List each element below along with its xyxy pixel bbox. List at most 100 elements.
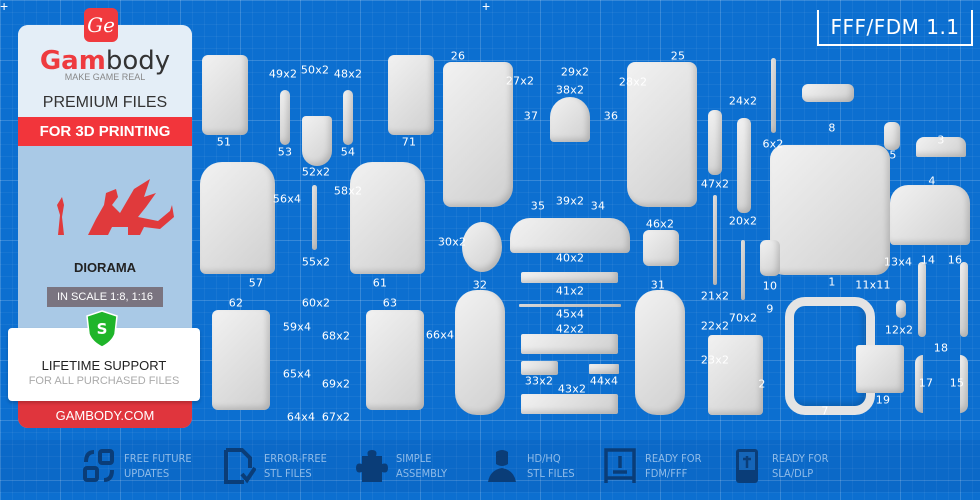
part-label: 32 [472,278,488,292]
part-20 [737,118,751,213]
part-40 [510,218,630,253]
part-label: 47x2 [700,177,730,191]
part-label: 7 [821,404,829,418]
part-label: 62 [228,296,244,310]
part-label: 9 [766,302,774,316]
file-check-icon [224,448,256,484]
support-title: LIFETIME SUPPORT [41,358,167,373]
for-3d-printing-band: FOR 3D PRINTING [18,117,192,146]
part-26 [443,62,513,207]
part-label: 40x2 [555,251,585,265]
part-label: 4 [928,174,936,188]
part-51 [202,55,248,135]
part-17 [915,355,923,413]
part-54 [343,90,353,145]
feature-line-1: READY FOR [645,452,702,465]
part-70 [741,240,745,300]
part-label: 66x4 [425,328,455,342]
gambody-logo-icon: Ge [84,8,118,42]
part-44 [589,364,619,374]
part-62 [212,310,270,410]
features-bar [0,440,980,492]
part-label: 10 [762,279,778,293]
part-label: 65x4 [282,367,312,381]
shield-letter: S [97,320,108,338]
part-label: 6x2 [762,137,784,151]
part-46 [643,230,679,266]
part-label: 54 [340,145,356,159]
part-label: 56x4 [272,192,302,206]
premium-heading: PREMIUM FILES [42,94,168,111]
figure-bust-icon [488,450,516,482]
part-label: 71 [401,135,417,149]
part-19 [856,345,904,393]
part-label: 36 [603,109,619,123]
feature-line-1: ERROR-FREE [264,452,327,465]
part-label: 26 [450,49,466,63]
part-label: 69x2 [321,377,351,391]
brand-name: Gambody [18,47,192,75]
dragon-figure-icon [57,179,174,235]
brand-red: Gam [39,46,106,76]
part-label: 8 [828,121,836,135]
part-label: 28x2 [618,75,648,89]
part-label: 63 [382,296,398,310]
part-label: 18 [933,341,949,355]
part-label: 61 [372,276,388,290]
part-4 [890,185,970,245]
part-label: 38x2 [555,83,585,97]
part-57 [200,162,275,274]
part-label: 31 [650,278,666,292]
part-33 [521,361,558,375]
part-label: 67x2 [321,410,351,424]
part-label: 33x2 [524,374,554,388]
part-label: 58x2 [333,184,363,198]
puzzle-icon [356,450,388,482]
part-label: 70x2 [728,311,758,325]
category-label: DIORAMA [73,260,137,275]
part-3 [916,137,966,157]
part-label: 57 [248,276,264,290]
support-subtitle: FOR ALL PURCHASED FILES [28,375,180,387]
part-10 [760,240,780,276]
part-label: 68x2 [321,329,351,343]
part-label: 29x2 [560,65,590,79]
part-61 [350,162,425,274]
site-link[interactable]: GAMBODY.COM [18,398,192,428]
part-15 [960,355,968,413]
part-55 [312,185,317,250]
feature-line-1: SIMPLE [396,452,432,465]
feature-line-2: ASSEMBLY [396,467,448,480]
part-label: 43x2 [557,382,587,396]
part-14 [918,262,926,337]
part-8 [802,84,854,102]
part-label: 41x2 [555,284,585,298]
brand-dark: body [105,46,171,76]
part-label: 49x2 [268,67,298,81]
feature-line-1: FREE FUTURE [124,452,192,465]
crosshair-mark: + [482,0,491,14]
part-2 [708,335,763,415]
tagline: MAKE GAME REAL [64,72,146,82]
part-38 [550,97,590,142]
part-label: 42x2 [555,322,585,336]
part-label: 34 [590,199,606,213]
scale-label: IN SCALE 1:8, 1:16 [47,287,163,307]
part-5 [884,122,900,150]
sla-printer-icon [736,449,758,483]
part-label: 37 [523,109,539,123]
part-label: 30x2 [437,235,467,249]
part-45 [519,304,621,307]
part-label: 55x2 [301,255,331,269]
part-71 [388,55,434,135]
fdm-printer-icon [604,448,636,483]
shield-icon: S [86,310,118,348]
part-1 [770,145,890,275]
feature-line-2: SLA/DLP [772,467,814,480]
part-label: 52x2 [301,165,331,179]
feature-simple-assembly: SIMPLE ASSEMBLY [354,448,447,484]
feature-line-1: HD/HQ [527,452,561,465]
promo-panel: Gambody MAKE GAME REAL PREMIUM FILES FOR… [18,25,192,428]
